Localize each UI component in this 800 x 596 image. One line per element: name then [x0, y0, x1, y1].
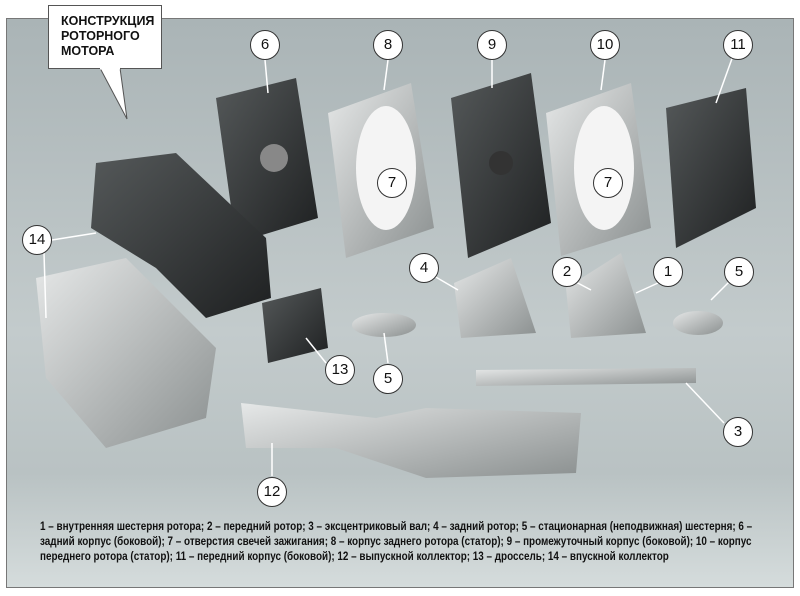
title-line: РОТОРНОГО — [61, 29, 140, 43]
part-label: 14 — [22, 225, 52, 255]
part-label: 8 — [373, 30, 403, 60]
intake-manifold-dark — [91, 153, 271, 318]
eccentric-shaft — [476, 368, 696, 386]
part-label: 2 — [552, 257, 582, 287]
part-label: 9 — [477, 30, 507, 60]
engine-parts-photo — [36, 52, 756, 478]
part-label: 5 — [373, 364, 403, 394]
part-label: 12 — [257, 477, 287, 507]
callout-pointer — [99, 67, 128, 120]
part-label: 7 — [377, 168, 407, 198]
exhaust-manifold — [241, 403, 581, 478]
part-label: 11 — [723, 30, 753, 60]
stationary-gear — [673, 311, 723, 335]
part-label: 13 — [325, 355, 355, 385]
stationary-gear — [352, 313, 416, 337]
front-side-housing — [666, 88, 756, 248]
part-label: 7 — [593, 168, 623, 198]
part-label: 5 — [724, 257, 754, 287]
rear-rotor — [454, 258, 536, 338]
legend-caption: 1 – внутренняя шестерня ротора; 2 – пере… — [40, 521, 753, 563]
throttle — [262, 288, 328, 363]
part-label: 3 — [723, 417, 753, 447]
front-rotor — [566, 253, 646, 338]
part-label: 6 — [250, 30, 280, 60]
title-callout: КОНСТРУКЦИЯ РОТОРНОГО МОТОРА — [48, 5, 162, 69]
intake-manifold — [36, 258, 216, 448]
title-line: МОТОРА — [61, 44, 115, 58]
part-label: 1 — [653, 257, 683, 287]
part-label: 10 — [590, 30, 620, 60]
title-line: КОНСТРУКЦИЯ — [61, 14, 155, 28]
part-label: 4 — [409, 253, 439, 283]
